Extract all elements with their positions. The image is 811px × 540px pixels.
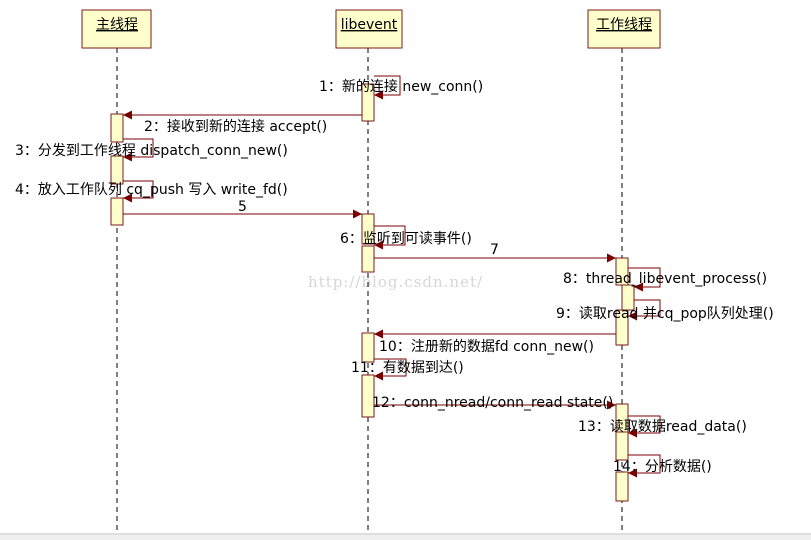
message-10-label: 10：注册新的数据fd conn_new() [379,339,594,355]
activation-worker-4 [615,431,629,461]
activation-main-3 [110,197,124,226]
message-4-arrow [123,180,154,203]
activation-worker-2 [615,309,629,346]
message-3-arrow [123,138,154,162]
message-1-label: 1：新的连接 new_conn() [319,78,483,95]
participant-main-thread-label: 主线程 [96,17,138,33]
participant-libevent: libevent [335,9,403,49]
message-12-label: 12：conn_nread/conn_read state() [372,395,613,411]
activation-libevent-3 [361,245,375,273]
message-9-label: 9：读取read 并cq_pop队列处理() [556,305,774,322]
message-7-label: 7 [490,242,499,258]
message-2-label: 2：接收到新的连接 accept() [144,118,327,135]
message-9-arrow [628,299,661,321]
participant-libevent-label: libevent [341,17,398,33]
participant-main-thread: 主线程 [81,9,152,49]
message-3-label: 3：分发到工作线程 dispatch_conn_new() [15,143,288,159]
message-13-label: 13：读取数据read_data() [578,418,747,435]
activation-libevent-4 [361,332,375,363]
message-5-label: 5 [238,199,247,215]
message-6-arrow [374,225,406,250]
message-11-arrow [374,358,407,381]
message-14-label: 14：分析数据() [613,459,712,475]
message-8-label: 8：thread_libevent_process() [563,271,767,287]
message-11-label: 11：有数据到达() [351,360,464,376]
participant-worker-thread: 工作线程 [587,9,661,49]
canvas-bottom-strip [0,535,811,540]
activation-libevent-2 [361,213,375,245]
activation-libevent-5 [361,374,375,418]
activation-worker-5 [615,471,629,502]
message-13-arrow [628,415,661,438]
message-1-arrow [374,75,401,100]
activation-main-1 [110,113,124,143]
message-6-label: 6：监听到可读事件() [340,230,472,247]
message-4-label: 4：放入工作队列 cq_push 写入 write_fd() [15,182,288,198]
participant-worker-thread-label: 工作线程 [596,17,652,33]
activation-main-2 [110,155,124,185]
message-14-arrow [628,454,661,478]
activation-libevent-1 [361,83,375,122]
watermark: http://blog.csdn.net/ [308,273,483,291]
message-8-arrow [628,267,661,292]
